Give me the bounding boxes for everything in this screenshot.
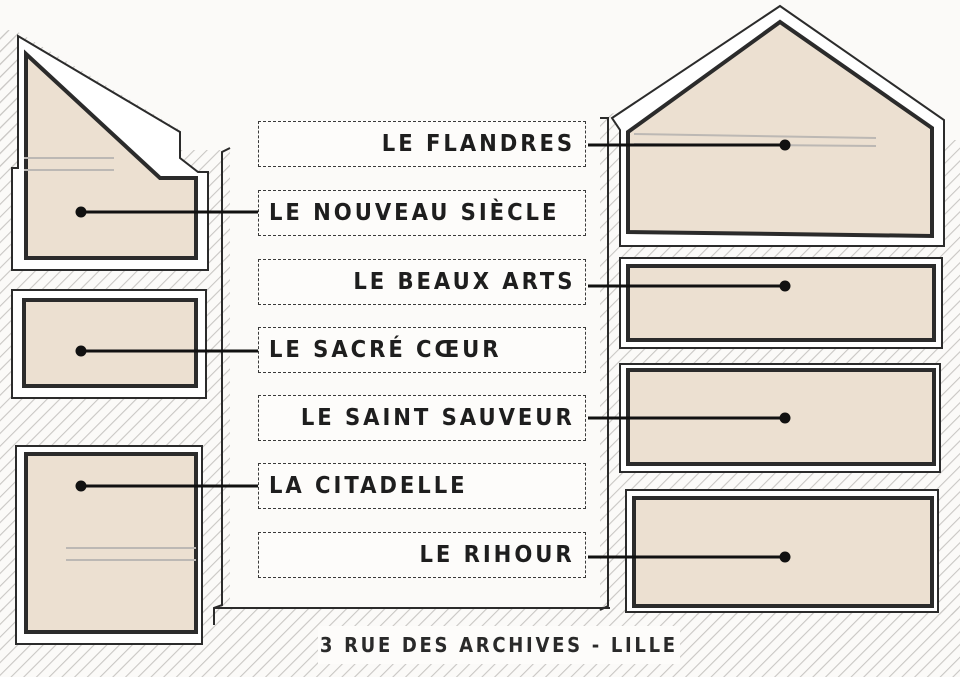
leader-saint-sauveur [588,412,791,424]
left-building [11,34,231,645]
room-name: LE BEAUX ARTS [352,269,575,295]
leader-beaux-arts [588,280,791,292]
room-label-citadelle: LA CITADELLE [258,463,586,509]
room-label-saint-sauveur: LE SAINT SAUVEUR [258,395,586,441]
room-name: LE FLANDRES [381,131,575,157]
room-name: LE SACRÉ CŒUR [269,337,502,363]
leader-sacre-coeur [75,345,258,357]
room-label-beaux-arts: LE BEAUX ARTS [258,259,586,305]
room-label-flandres: LE FLANDRES [258,121,586,167]
room-name: LE RIHOUR [419,542,575,568]
room-label-sacre-coeur: LE SACRÉ CŒUR [258,327,586,373]
leader-nouveau-siecle [75,206,258,218]
right-building [214,4,945,613]
room-name: LE SAINT SAUVEUR [301,405,575,431]
address-text: 3 RUE DES ARCHIVES - LILLE [320,633,678,657]
room-name: LE NOUVEAU SIÈCLE [269,200,560,226]
room-name: LA CITADELLE [269,473,468,499]
leader-flandres [588,139,791,151]
address-banner: 3 RUE DES ARCHIVES - LILLE [318,626,680,664]
leader-citadelle [75,480,258,492]
room-label-rihour: LE RIHOUR [258,532,586,578]
leader-lines [75,139,791,563]
room-label-nouveau-siecle: LE NOUVEAU SIÈCLE [258,190,586,236]
leader-rihour [588,551,791,563]
